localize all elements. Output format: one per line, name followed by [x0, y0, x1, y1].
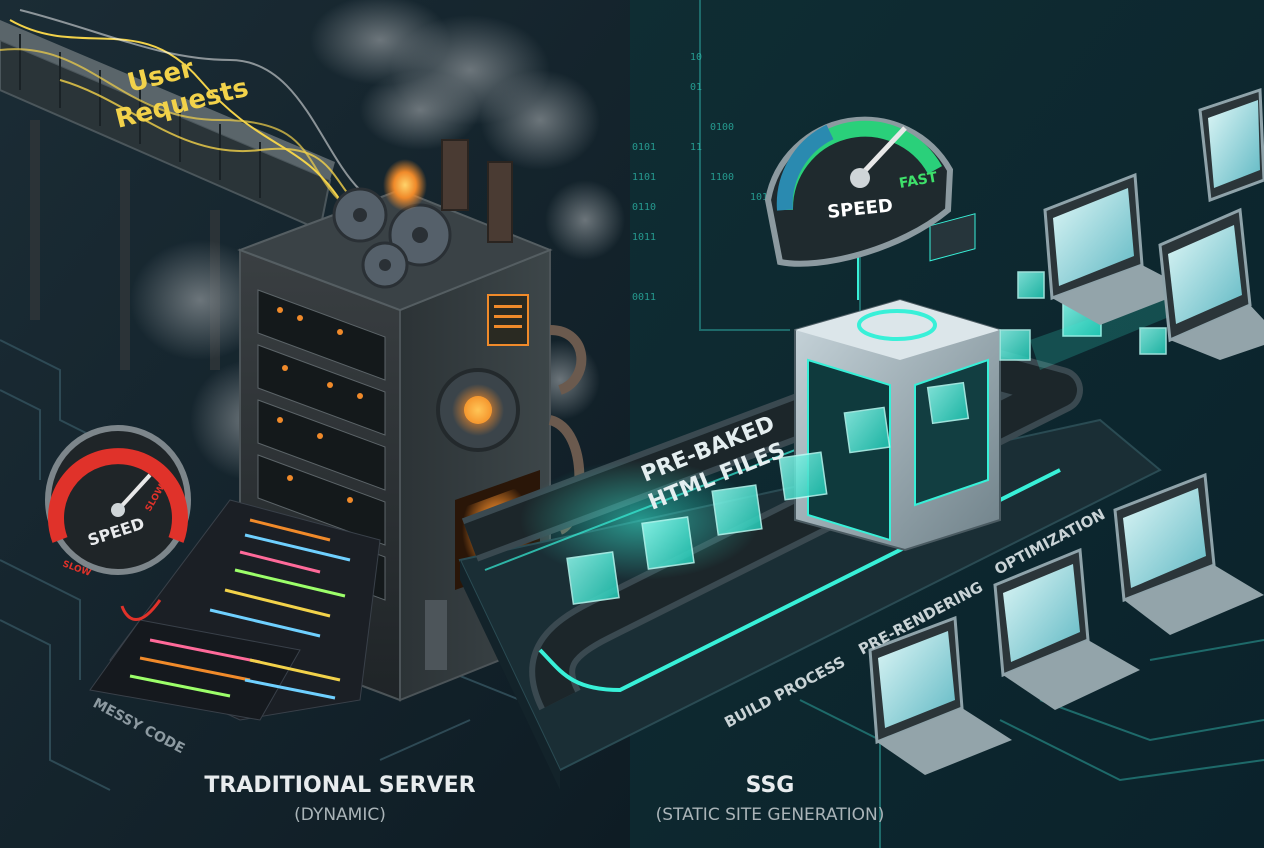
laptop [1158, 207, 1264, 360]
svg-text:1011: 1011 [632, 232, 656, 243]
fast-speed-gauge: SPEED FAST [764, 116, 954, 300]
ssg-title: SSG [746, 773, 795, 798]
svg-text:11: 11 [690, 142, 702, 153]
binary-rain: 0101 1101 0110 1011 0011 10 01 11 0100 1100 101 [632, 52, 768, 303]
svg-text:10: 10 [690, 52, 702, 63]
messy-code-pile [89, 499, 381, 721]
laptop [868, 615, 1012, 775]
laptop [1043, 172, 1190, 325]
svg-text:0011: 0011 [632, 292, 656, 303]
laptop [1113, 472, 1264, 635]
svg-text:0101: 0101 [632, 142, 656, 153]
svg-text:101: 101 [750, 192, 768, 203]
request-wires [0, 9, 371, 216]
traditional-server-title: TRADITIONAL SERVER [204, 773, 475, 798]
svg-text:1100: 1100 [710, 172, 734, 183]
svg-text:1101: 1101 [632, 172, 656, 183]
client-laptops [868, 87, 1264, 775]
laptop [993, 547, 1140, 710]
slow-speed-gauge: SPEED SLOW SLOW [45, 425, 191, 621]
laptop [1198, 87, 1264, 203]
svg-text:0100: 0100 [710, 122, 734, 133]
svg-text:0110: 0110 [632, 202, 656, 213]
ssg-subtitle: (STATIC SITE GENERATION) [656, 805, 885, 825]
traditional-server-subtitle: (DYNAMIC) [294, 805, 386, 825]
fast-gauge-fast: FAST [898, 169, 939, 192]
svg-text:01: 01 [690, 82, 702, 93]
